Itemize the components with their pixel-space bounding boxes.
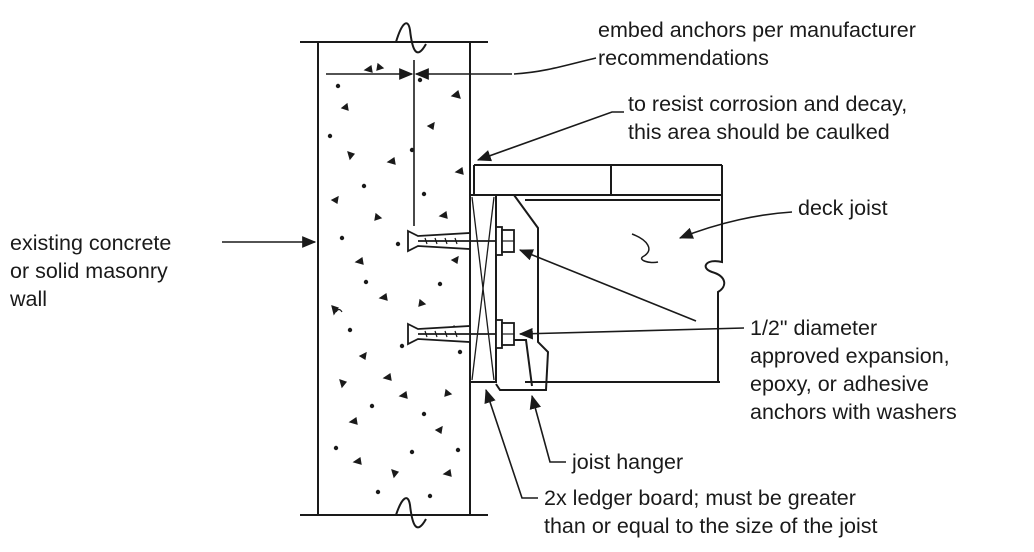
embedment-dimension [326, 60, 512, 226]
callout-ledger-board-line-1: 2x ledger board; must be greater [544, 486, 856, 510]
callout-embed-anchors-line-1: embed anchors per manufacturer [598, 18, 916, 42]
wall-break-top [395, 22, 427, 54]
callout-anchor-spec-line-3: epoxy, or adhesive [750, 372, 929, 396]
leader-deck-joist [678, 211, 793, 239]
ledger-board-cross-b [471, 196, 495, 381]
callout-wall-line-3: wall [10, 287, 48, 311]
leader-joist-hanger [529, 394, 566, 463]
callout-embed-anchors-line-2: recommendations [598, 46, 769, 70]
callout-wall-line-1: existing concrete [10, 231, 172, 255]
callout-anchor-spec-line-2: approved expansion, [750, 344, 950, 368]
callout-wall: existing concrete or solid masonry wall [10, 229, 171, 313]
callout-anchor-spec: 1/2" diameter approved expansion, epoxy,… [750, 314, 957, 426]
leader-lines [222, 57, 793, 499]
concrete-aggregate [327, 62, 465, 499]
joist-break [704, 165, 726, 382]
anchor-lower [407, 319, 515, 349]
callout-ledger-board-line-2: than or equal to the size of the joist [544, 514, 878, 538]
callout-deck-joist: deck joist [798, 194, 888, 222]
leader-embed-anchors [513, 57, 597, 75]
deck-joist [473, 164, 726, 383]
callout-embed-anchors: embed anchors per manufacturer recommend… [598, 16, 916, 72]
leader-anchor-upper [518, 249, 697, 322]
wall-break-bottom [395, 497, 427, 529]
leader-ledger-board [484, 388, 538, 499]
anchor-upper [407, 226, 515, 256]
callout-caulk-area: to resist corrosion and decay, this area… [628, 90, 907, 146]
concrete-wall [300, 22, 488, 529]
leader-anchor-lower [518, 327, 745, 340]
ledger-board [469, 194, 497, 383]
callout-caulk-area-line-1: to resist corrosion and decay, [628, 92, 908, 116]
joist-grain-mark [631, 233, 659, 264]
joist-hanger-plate [495, 194, 550, 391]
joist-hanger-inner-edge [508, 339, 533, 387]
callout-caulk-area-line-2: this area should be caulked [628, 120, 890, 144]
callout-ledger-board: 2x ledger board; must be greater than or… [544, 484, 877, 540]
callout-anchor-spec-line-1: 1/2" diameter [750, 316, 878, 340]
callout-joist-hanger: joist hanger [572, 448, 683, 476]
leader-caulk-area [476, 111, 624, 162]
joist-hanger [495, 194, 550, 391]
callout-anchor-spec-line-4: anchors with washers [750, 400, 957, 424]
callout-joist-hanger-line-1: joist hanger [572, 450, 684, 474]
callout-deck-joist-line-1: deck joist [798, 196, 888, 220]
callout-wall-line-2: or solid masonry [10, 259, 168, 283]
